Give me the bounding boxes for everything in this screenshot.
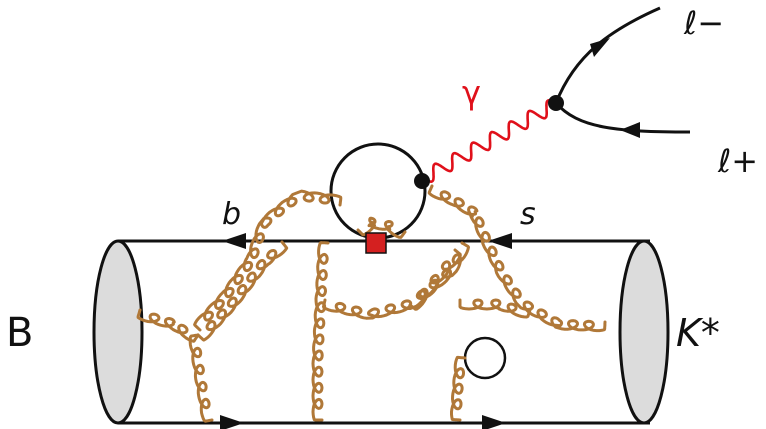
lepton-plus-line xyxy=(554,102,691,134)
label-s-quark: s xyxy=(520,197,536,232)
quark-loop xyxy=(329,142,427,240)
label-k-star: K* xyxy=(676,311,720,355)
label-lepton-plus: ℓ+ xyxy=(717,142,758,180)
gluon-3 xyxy=(188,333,214,423)
arrow-bottom-right xyxy=(482,415,506,429)
small-quark-loop xyxy=(463,336,507,380)
label-lepton-minus: ℓ− xyxy=(683,4,724,42)
gluon-lines xyxy=(136,184,607,423)
arrow-lepton-plus xyxy=(620,122,640,138)
gluon-7 xyxy=(356,216,407,239)
arrow-bottom-left xyxy=(220,415,244,429)
b-meson-cap xyxy=(92,239,144,425)
label-b-meson: B xyxy=(6,310,33,356)
gluon-6 xyxy=(322,241,470,320)
photon-vertex xyxy=(414,173,430,189)
arrow-top-left xyxy=(222,233,246,249)
gluon-8 xyxy=(427,184,607,333)
gluon-5 xyxy=(311,241,330,422)
gluon-1 xyxy=(193,189,343,332)
gluon-2 xyxy=(136,308,200,343)
k-star-cap xyxy=(618,239,670,425)
photon-line xyxy=(423,98,557,184)
arrow-top-right xyxy=(488,233,512,249)
arrow-lepton-minus xyxy=(590,38,610,57)
gluon-4 xyxy=(196,240,289,342)
gluon-10 xyxy=(408,248,462,311)
label-photon: γ xyxy=(462,74,481,112)
gluon-9 xyxy=(450,355,467,422)
label-b-quark: b xyxy=(222,197,241,232)
lepton-vertex xyxy=(548,95,564,111)
operator-vertex xyxy=(365,232,387,254)
lepton-minus-line xyxy=(554,6,661,104)
gluon-11 xyxy=(458,298,532,319)
